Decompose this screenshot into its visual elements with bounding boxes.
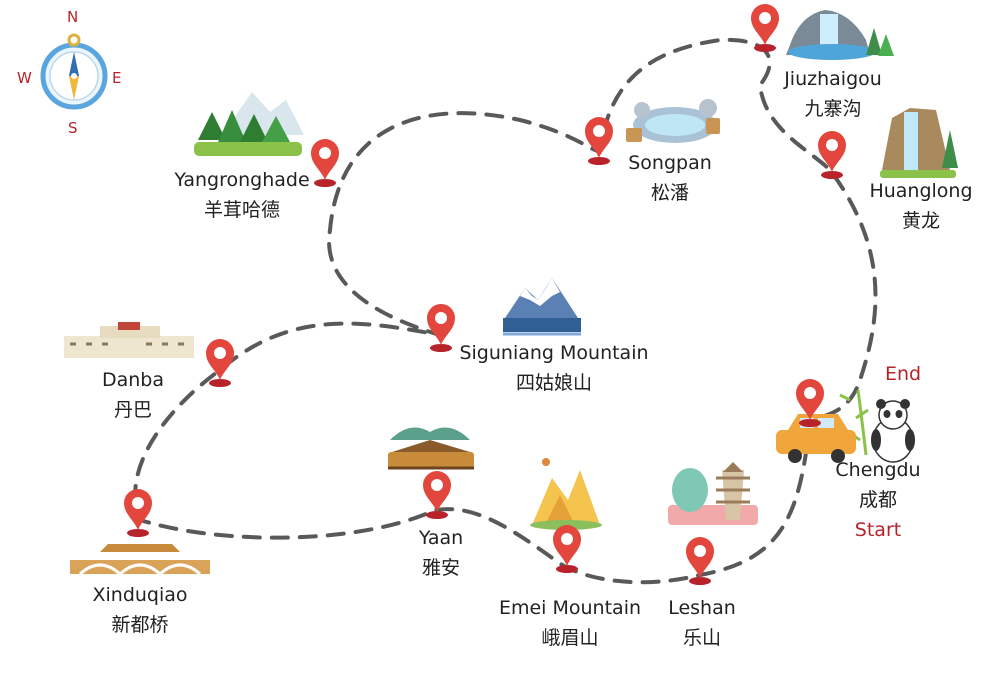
location-pin-icon bbox=[553, 525, 581, 573]
place-name-cn: 峨眉山 bbox=[541, 627, 599, 649]
place-name-cn: 松潘 bbox=[650, 182, 690, 204]
place-label-yangronghade: Yangronghade 羊茸哈德 bbox=[174, 165, 309, 225]
place-name-cn: 羊茸哈德 bbox=[203, 199, 281, 221]
pins-layer bbox=[124, 4, 846, 585]
arch-bridge-icon bbox=[70, 544, 210, 576]
place-name-en: Yangronghade bbox=[174, 169, 310, 191]
compass-west: W bbox=[17, 69, 32, 87]
place-name-en: Siguniang Mountain bbox=[459, 342, 649, 364]
location-pin-icon bbox=[311, 139, 339, 187]
location-pin-icon bbox=[818, 131, 846, 179]
place-name-en: Xinduqiao bbox=[92, 584, 188, 606]
place-name-cn: 黄龙 bbox=[901, 210, 940, 232]
place-label-huanglong: Huanglong 黄龙 bbox=[869, 176, 972, 236]
place-name-cn: 丹巴 bbox=[113, 399, 152, 421]
tibetan-village-icon bbox=[64, 322, 194, 358]
forest-mountain-icon bbox=[194, 92, 304, 156]
place-label-xinduqiao: Xinduqiao 新都桥 bbox=[92, 580, 187, 640]
place-label-leshan: Leshan 乐山 bbox=[668, 593, 736, 653]
waterfall-lake-icon bbox=[786, 10, 894, 60]
compass-north: N bbox=[67, 8, 79, 26]
end-marker-label: End bbox=[885, 359, 921, 389]
cliff-waterfall-icon bbox=[880, 108, 958, 178]
place-name-en: Huanglong bbox=[869, 180, 973, 202]
location-pin-icon bbox=[585, 117, 613, 165]
place-name-en: Chengdu bbox=[835, 459, 921, 481]
place-label-chengdu: Chengdu 成都 Start bbox=[835, 455, 920, 545]
pagoda-icon bbox=[668, 462, 758, 525]
place-name-cn: 雅安 bbox=[421, 557, 461, 579]
place-name-cn: 乐山 bbox=[682, 627, 722, 649]
covered-bridge-icon bbox=[388, 427, 474, 470]
compass-east: E bbox=[112, 69, 122, 87]
location-pin-icon bbox=[426, 303, 455, 352]
start-marker: Start bbox=[854, 519, 902, 541]
location-pin-icon bbox=[206, 339, 234, 387]
place-name-cn: 新都桥 bbox=[111, 614, 169, 636]
place-label-emei: Emei Mountain 峨眉山 bbox=[499, 593, 641, 653]
place-name-cn: 四姑娘山 bbox=[515, 372, 593, 394]
location-pin-icon bbox=[751, 4, 779, 52]
place-name-cn: 成都 bbox=[858, 489, 898, 511]
hot-spring-icon bbox=[626, 99, 720, 143]
end-marker: End bbox=[884, 363, 922, 385]
route-path bbox=[133, 37, 878, 585]
compass-south: S bbox=[68, 119, 78, 137]
snow-mountain-lake-icon bbox=[503, 278, 581, 336]
place-name-cn: 九寨沟 bbox=[804, 98, 862, 120]
place-label-songpan: Songpan 松潘 bbox=[628, 148, 712, 208]
place-name-en: Yaan bbox=[418, 527, 464, 549]
place-name-en: Leshan bbox=[668, 597, 736, 619]
car-panda-icon bbox=[776, 389, 915, 463]
location-pin-icon bbox=[686, 537, 714, 585]
place-name-en: Emei Mountain bbox=[498, 597, 642, 619]
location-pin-icon bbox=[423, 471, 451, 519]
place-label-yaan: Yaan 雅安 bbox=[419, 523, 463, 583]
place-label-danba: Danba 丹巴 bbox=[102, 365, 164, 425]
golden-peak-icon bbox=[530, 458, 602, 530]
place-name-en: Jiuzhaigou bbox=[784, 68, 882, 90]
compass-icon bbox=[40, 33, 108, 110]
place-label-jiuzhaigou: Jiuzhaigou 九寨沟 bbox=[784, 64, 882, 124]
place-name-en: Songpan bbox=[628, 152, 712, 174]
place-name-en: Danba bbox=[101, 369, 165, 391]
location-pin-icon bbox=[796, 379, 824, 427]
location-pin-icon bbox=[124, 489, 152, 537]
place-label-siguniang: Siguniang Mountain 四姑娘山 bbox=[459, 338, 648, 398]
